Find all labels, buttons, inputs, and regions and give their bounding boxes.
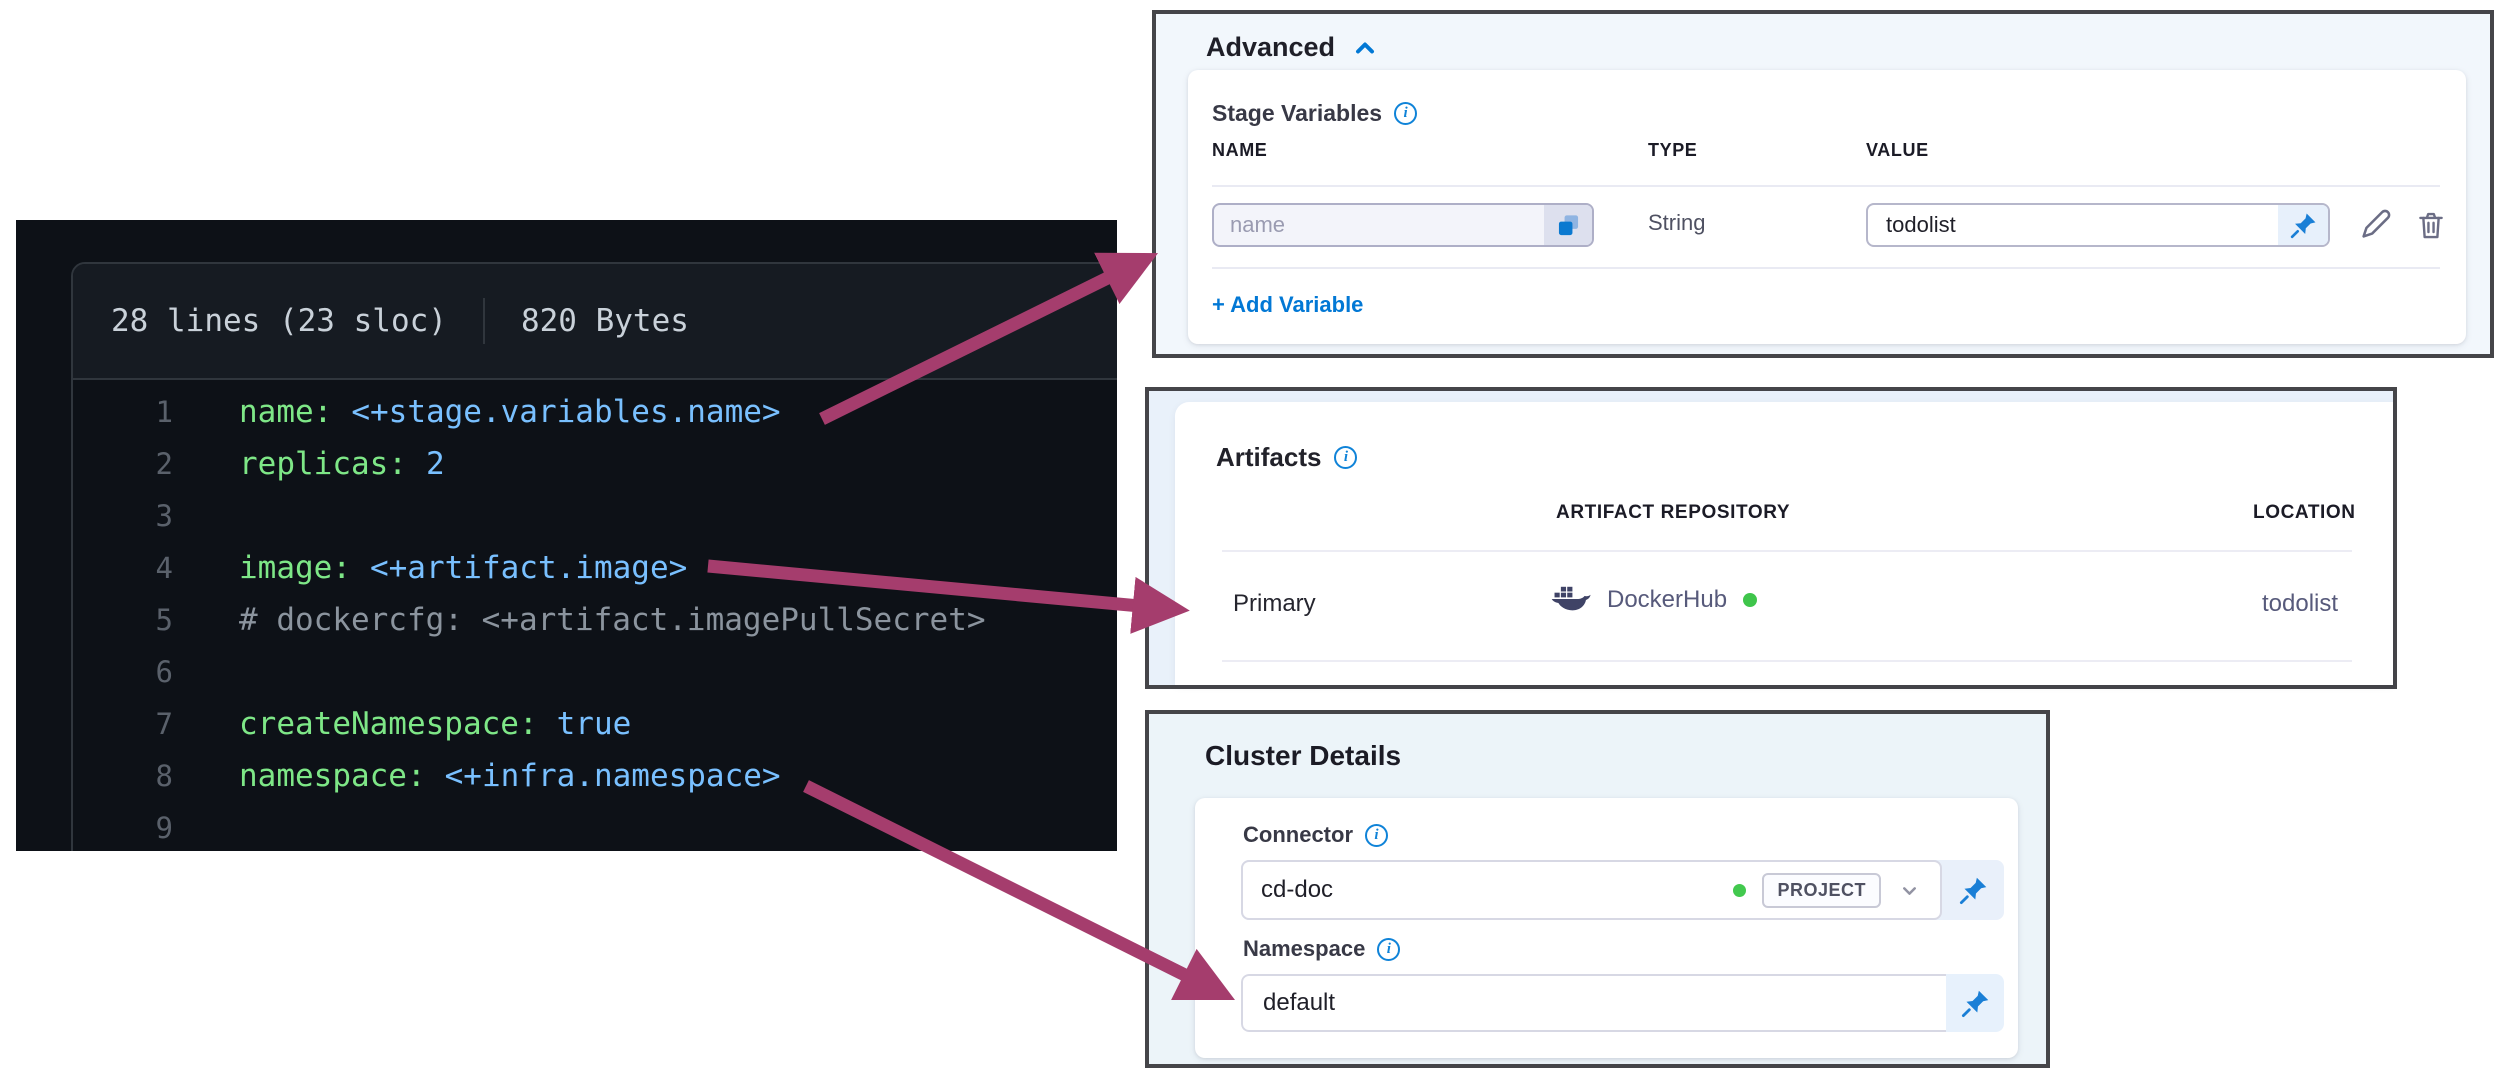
add-variable-link[interactable]: + Add Variable: [1212, 292, 1364, 317]
edit-variable-button[interactable]: [2356, 206, 2394, 244]
stage-variables-title: Stage Variables: [1212, 100, 1383, 126]
line-number: 1: [155, 395, 173, 429]
yaml-comment: # dockercfg: <+artifact.imagePullSecret>: [239, 602, 986, 638]
column-header-value: VALUE: [1866, 140, 1929, 160]
yaml-key: name:: [239, 394, 333, 430]
yaml-value: true: [556, 706, 632, 742]
yaml-value: <+infra.namespace>: [444, 758, 781, 794]
artifact-location: todolist: [2262, 590, 2339, 617]
column-header-type: TYPE: [1648, 140, 1698, 160]
variable-name-field: [1212, 203, 1594, 247]
line-number: 4: [155, 551, 173, 585]
pushpin-icon: [1961, 990, 1988, 1017]
connector-value: cd-doc: [1261, 876, 1334, 903]
artifacts-heading: Artifacts: [1216, 442, 1358, 473]
line-number: 6: [155, 655, 173, 689]
yaml-key: namespace:: [239, 758, 426, 794]
code-line: 5 # dockercfg: <+artifact.imagePullSecre…: [73, 594, 1117, 646]
line-number: 8: [155, 759, 173, 793]
column-header-artifact-repository: ARTIFACT REPOSITORY: [1556, 502, 1791, 523]
advanced-section-toggle[interactable]: Advanced: [1206, 32, 1379, 63]
line-number: 9: [155, 811, 173, 845]
connector-select-wrap: cd-doc PROJECT: [1241, 860, 2004, 920]
copy-icon: [1558, 214, 1578, 235]
connectivity-status-dot: [1743, 592, 1758, 607]
code-lines: 1 name: <+stage.variables.name> 2 replica…: [73, 386, 1117, 851]
divider: [1212, 267, 2440, 269]
variable-name-input[interactable]: [1214, 205, 1544, 245]
advanced-title: Advanced: [1206, 32, 1336, 62]
connector-label: Connector: [1243, 822, 1388, 848]
artifact-primary-label: Primary: [1233, 590, 1316, 617]
trash-icon: [2419, 212, 2443, 239]
scope-badge: PROJECT: [1762, 872, 1881, 908]
yaml-value: <+stage.variables.name>: [351, 394, 781, 430]
column-header-name: NAME: [1212, 140, 1268, 160]
info-icon[interactable]: [1394, 102, 1418, 125]
connector-status-dot: [1733, 883, 1747, 897]
pushpin-icon: [1959, 877, 1986, 904]
stage-variables-card: Stage Variables NAME TYPE VALUE: [1188, 70, 2466, 344]
artifacts-panel: Artifacts ARTIFACT REPOSITORY LOCATION P…: [1145, 387, 2397, 689]
pin-button[interactable]: [1946, 974, 2004, 1032]
variable-type: String: [1648, 210, 1706, 235]
line-number: 3: [155, 499, 173, 533]
divider: [1222, 550, 2352, 552]
code-line: 1 name: <+stage.variables.name>: [73, 386, 1117, 438]
cluster-details-card: Connector cd-doc PROJECT: [1195, 798, 2018, 1058]
namespace-field: [1241, 974, 2004, 1032]
code-line: 8 namespace: <+infra.namespace>: [73, 750, 1117, 802]
info-icon[interactable]: [1377, 937, 1401, 961]
code-line: 2 replicas: 2: [73, 438, 1117, 490]
artifacts-card: Artifacts ARTIFACT REPOSITORY LOCATION P…: [1175, 402, 2393, 685]
info-icon[interactable]: [1365, 823, 1388, 847]
code-viewer: 28 lines (23 sloc) 820 Bytes 1 name: <+st…: [16, 220, 1117, 851]
variable-value-field: [1866, 203, 2330, 247]
variable-value-input[interactable]: [1868, 205, 2278, 245]
code-line: 9: [73, 802, 1117, 851]
chevron-up-icon: [1351, 34, 1379, 62]
cluster-details-panel: Cluster Details Connector cd-doc PROJECT: [1145, 710, 2050, 1068]
line-number: 5: [155, 603, 173, 637]
namespace-label: Namespace: [1243, 936, 1401, 962]
code-line: 3: [73, 490, 1117, 542]
artifact-repository-cell[interactable]: DockerHub: [1551, 584, 1758, 615]
delete-variable-button[interactable]: [2412, 206, 2450, 244]
line-number: 7: [155, 707, 173, 741]
yaml-value: <+artifact.image>: [369, 550, 688, 586]
copy-button[interactable]: [1544, 205, 1592, 245]
stage-variables-heading: Stage Variables: [1212, 100, 1418, 127]
divider: [1212, 185, 2440, 187]
pin-button[interactable]: [2278, 205, 2328, 245]
code-line: 6: [73, 646, 1117, 698]
file-meta-bar: 28 lines (23 sloc) 820 Bytes: [73, 264, 1117, 380]
pushpin-icon: [2290, 213, 2315, 238]
pin-button[interactable]: [1942, 860, 2004, 920]
divider: [1222, 660, 2352, 662]
connector-select[interactable]: cd-doc PROJECT: [1241, 860, 1942, 920]
advanced-panel: Advanced Stage Variables NAME TYPE VALUE: [1152, 10, 2494, 358]
variable-row: String: [1212, 203, 2443, 247]
pencil-icon: [2362, 209, 2391, 238]
code-line: 7 createNamespace: true: [73, 698, 1117, 750]
line-number: 2: [155, 447, 173, 481]
docker-whale-icon: [1551, 586, 1591, 611]
meta-divider: [482, 298, 485, 344]
yaml-key: image:: [239, 550, 351, 586]
artifact-repository-name: DockerHub: [1607, 585, 1728, 613]
namespace-input[interactable]: [1241, 974, 1946, 1032]
info-icon[interactable]: [1334, 446, 1358, 469]
code-line: 4 image: <+artifact.image>: [73, 542, 1117, 594]
yaml-value: 2: [425, 446, 445, 482]
yaml-key: replicas:: [239, 446, 407, 482]
file-lines-info: 28 lines (23 sloc): [111, 303, 447, 339]
yaml-key: createNamespace:: [239, 706, 538, 742]
cluster-details-title: Cluster Details: [1205, 740, 1402, 771]
artifacts-title: Artifacts: [1216, 442, 1322, 472]
chevron-down-icon: [1897, 878, 1922, 903]
file-size-info: 820 Bytes: [520, 303, 689, 339]
column-header-location: LOCATION: [2253, 502, 2356, 523]
